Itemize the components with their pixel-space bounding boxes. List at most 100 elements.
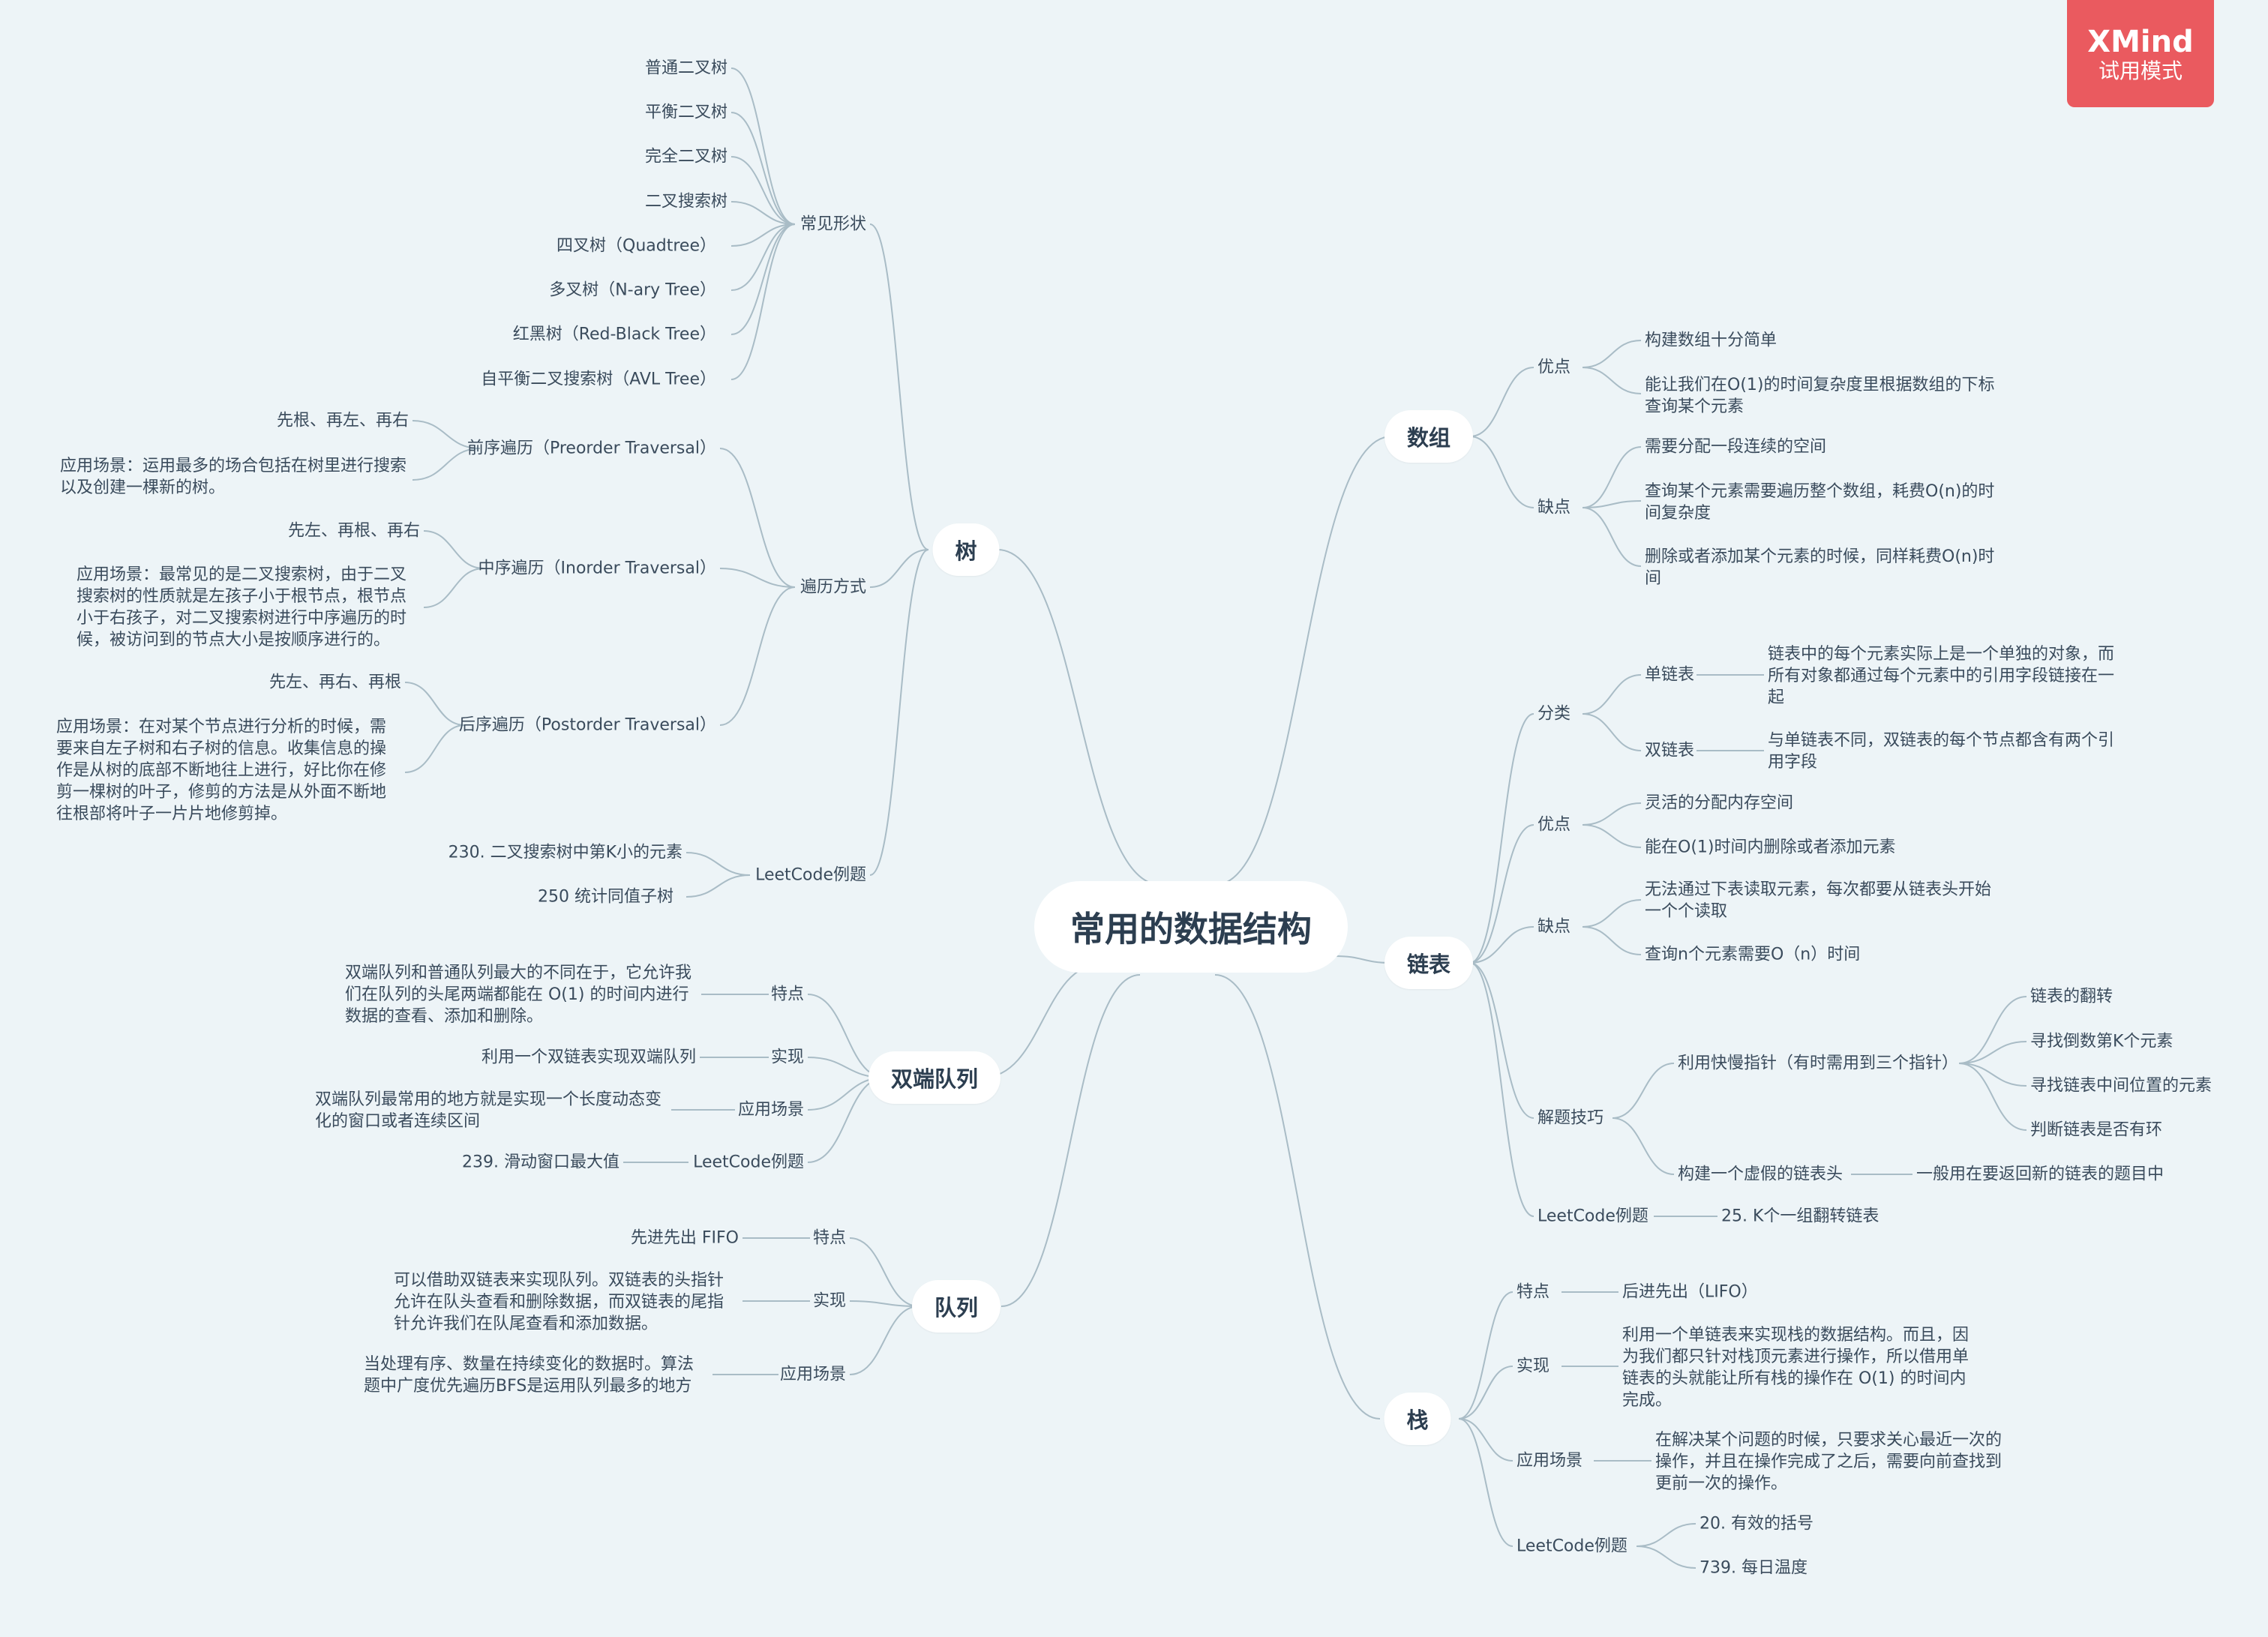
connector-tree-leetcode: [686, 874, 751, 898]
queue-feature-text[interactable]: 先进先出 FIFO: [630, 1228, 739, 1248]
tree-shape-item[interactable]: 完全二叉树: [644, 147, 728, 166]
queue-impl-text[interactable]: 可以借助双链表来实现队列。双链表的头指针允许在队头查看和删除数据，而双链表的尾指…: [394, 1271, 724, 1333]
connector-fast-slow: [1958, 1041, 2027, 1064]
linked-single-text[interactable]: 链表中的每个元素实际上是一个单独的对象，而所有对象都通过每个元素中的引用字段链接…: [1768, 645, 2115, 707]
queue-impl[interactable]: 实现: [812, 1291, 846, 1311]
fast-slow-item[interactable]: 判断链表是否有环: [2030, 1120, 2163, 1140]
linked-cons[interactable]: 缺点: [1538, 917, 1571, 937]
postorder-order[interactable]: 先左、再右、再根: [268, 673, 401, 692]
stack-leetcode-item[interactable]: 739. 每日温度: [1700, 1558, 1808, 1578]
topic-array[interactable]: 数组: [1384, 410, 1474, 463]
linked-pros-item[interactable]: 灵活的分配内存空间: [1645, 793, 1794, 813]
linked-double[interactable]: 双链表: [1645, 741, 1695, 760]
queue-usage-text[interactable]: 当处理有序、数量在持续变化的数据时。算法题中广度优先遍历BFS是运用队列最多的地…: [364, 1355, 694, 1396]
tree-traversal[interactable]: 遍历方式: [800, 577, 866, 597]
connector-tree-traversal: [719, 586, 796, 726]
stack-usage[interactable]: 应用场景: [1516, 1451, 1583, 1471]
tree-leetcode-item[interactable]: 250 统计同值子树: [538, 887, 674, 907]
tree-leetcode[interactable]: LeetCode例题: [755, 865, 866, 885]
connector-tree: [869, 549, 929, 876]
deque-feature[interactable]: 特点: [770, 985, 804, 1004]
tree-shape-item[interactable]: 红黑树（Red-Black Tree）: [512, 325, 716, 344]
topic-deque[interactable]: 双端队列: [868, 1051, 1001, 1104]
topic-queue[interactable]: 队列: [911, 1280, 1001, 1333]
connector-preorder: [412, 448, 481, 481]
linked-cons-item[interactable]: 无法通过下表读取元素，每次都要从链表头开始一个个读取: [1645, 880, 1992, 921]
tree-shape-item[interactable]: 平衡二叉树: [644, 103, 728, 122]
connector-fast-slow: [1958, 1063, 2027, 1131]
tree-shapes[interactable]: 常见形状: [800, 214, 866, 234]
connector-root-tree: [997, 549, 1162, 886]
fast-slow-item[interactable]: 寻找链表中间位置的元素: [2030, 1076, 2212, 1096]
queue-feature[interactable]: 特点: [812, 1228, 846, 1248]
connector-tree-shapes: [730, 112, 796, 225]
traversal-postorder[interactable]: 后序遍历（Postorder Traversal）: [458, 715, 716, 735]
tree-shape-item[interactable]: 自平衡二叉搜索树（AVL Tree）: [481, 370, 716, 389]
connector-tree-traversal: [719, 448, 796, 588]
deque-leetcode-text[interactable]: 239. 滑动窗口最大值: [462, 1153, 620, 1172]
connector-array-cons: [1582, 500, 1642, 508]
linked-pros[interactable]: 优点: [1538, 815, 1571, 835]
array-pros[interactable]: 优点: [1538, 358, 1571, 377]
linked-pros-item[interactable]: 能在O(1)时间内删除或者添加元素: [1645, 838, 1896, 857]
linked-leetcode-text[interactable]: 25. K个一组翻转链表: [1721, 1207, 1880, 1226]
deque-impl-text[interactable]: 利用一个双链表实现双端队列: [481, 1048, 696, 1067]
array-cons-item[interactable]: 删除或者添加某个元素的时候，同样耗费O(n)时间: [1645, 547, 1995, 588]
tree-leetcode-item[interactable]: 230. 二叉搜索树中第K小的元素: [448, 843, 682, 862]
array-pros-item[interactable]: 能让我们在O(1)的时间复杂度里根据数组的下标查询某个元素: [1645, 376, 1995, 416]
tree-shape-item[interactable]: 普通二叉树: [644, 58, 728, 78]
topic-linked-list[interactable]: 链表: [1384, 937, 1474, 989]
linked-cons-item[interactable]: 查询n个元素需要O（n）时间: [1645, 945, 1861, 964]
linked-kinds[interactable]: 分类: [1538, 704, 1571, 724]
array-cons-item[interactable]: 查询某个元素需要遍历整个数组，耗费O(n)的时间复杂度: [1645, 482, 1995, 523]
inorder-usage[interactable]: 应用场景：最常见的是二叉搜索树，由于二叉搜索树的性质就是左孩子小于根节点，根节点…: [76, 565, 407, 649]
queue-usage[interactable]: 应用场景: [779, 1365, 846, 1384]
postorder-usage[interactable]: 应用场景：在对某个节点进行分析的时候，需要来自左子树和右子树的信息。收集信息的操…: [56, 718, 387, 823]
deque-usage[interactable]: 应用场景: [737, 1100, 804, 1120]
connector-stack: [1458, 1418, 1514, 1462]
deque-leetcode[interactable]: LeetCode例题: [693, 1153, 804, 1172]
connector-array-pros: [1582, 340, 1642, 368]
preorder-usage[interactable]: 应用场景：运用最多的场合包括在树里进行搜索以及创建一棵新的树。: [60, 457, 407, 497]
preorder-order[interactable]: 先根、再左、再右: [276, 411, 409, 430]
stack-usage-text[interactable]: 在解决某个问题的时候，只要求关心最近一次的操作，并且在操作完成了之后，需要向前查…: [1655, 1431, 2002, 1493]
stack-impl[interactable]: 实现: [1516, 1357, 1550, 1376]
linked-dummy-text[interactable]: 一般用在要返回新的链表的题目中: [1916, 1165, 2164, 1184]
connector-array-pros: [1582, 367, 1642, 394]
linked-single[interactable]: 单链表: [1645, 665, 1695, 685]
fast-slow-item[interactable]: 链表的翻转: [2030, 987, 2114, 1006]
traversal-inorder[interactable]: 中序遍历（Inorder Traversal）: [478, 559, 716, 578]
stack-feature[interactable]: 特点: [1516, 1282, 1550, 1302]
fast-slow-item[interactable]: 寻找倒数第K个元素: [2030, 1032, 2174, 1051]
linked-double-text[interactable]: 与单链表不同，双链表的每个节点都含有两个引用字段: [1768, 731, 2115, 772]
topic-tree[interactable]: 树: [932, 523, 1000, 576]
connector-tree-shapes: [730, 223, 796, 291]
deque-impl[interactable]: 实现: [770, 1048, 804, 1067]
stack-impl-text[interactable]: 利用一个单链表来实现栈的数据结构。而且，因为我们都只针对栈顶元素进行操作，所以借…: [1622, 1326, 1970, 1410]
root-topic[interactable]: 常用的数据结构: [1034, 881, 1348, 973]
inorder-order[interactable]: 先左、再根、再右: [287, 521, 420, 541]
tree-shape-item[interactable]: 二叉搜索树: [644, 192, 728, 211]
linked-tips[interactable]: 解题技巧: [1538, 1108, 1604, 1128]
tree-shape-item[interactable]: 多叉树（N-ary Tree）: [549, 280, 716, 300]
topic-stack[interactable]: 栈: [1384, 1393, 1451, 1445]
array-pros-item[interactable]: 构建数组十分简单: [1645, 331, 1778, 350]
connector-preorder: [412, 420, 481, 449]
xmind-trial-badge[interactable]: XMind 试用模式: [2067, 0, 2214, 107]
linked-dummy-head[interactable]: 构建一个虚假的链表头: [1678, 1165, 1844, 1184]
array-cons-item[interactable]: 需要分配一段连续的空间: [1645, 437, 1827, 457]
connector-linked-cons: [1582, 926, 1642, 955]
linked-leetcode[interactable]: LeetCode例题: [1538, 1207, 1648, 1226]
tree-shape-item[interactable]: 四叉树（Quadtree）: [556, 236, 716, 256]
array-cons[interactable]: 缺点: [1538, 498, 1571, 517]
linked-fast-slow[interactable]: 利用快慢指针（有时需用到三个指针）: [1678, 1054, 1959, 1073]
connector-linked-kinds: [1582, 674, 1642, 715]
connector-linked-tips: [1612, 1063, 1675, 1119]
deque-feature-text[interactable]: 双端队列和普通队列最大的不同在于，它允许我们在队列的头尾两端都能在 O(1) 的…: [345, 964, 692, 1026]
stack-feature-text[interactable]: 后进先出（LIFO）: [1622, 1282, 1758, 1302]
stack-leetcode[interactable]: LeetCode例题: [1516, 1537, 1628, 1556]
deque-usage-text[interactable]: 双端队列最常用的地方就是实现一个长度动态变化的窗口或者连续区间: [315, 1090, 662, 1131]
traversal-preorder[interactable]: 前序遍历（Preorder Traversal）: [466, 439, 716, 458]
stack-leetcode-item[interactable]: 20. 有效的括号: [1700, 1514, 1814, 1534]
